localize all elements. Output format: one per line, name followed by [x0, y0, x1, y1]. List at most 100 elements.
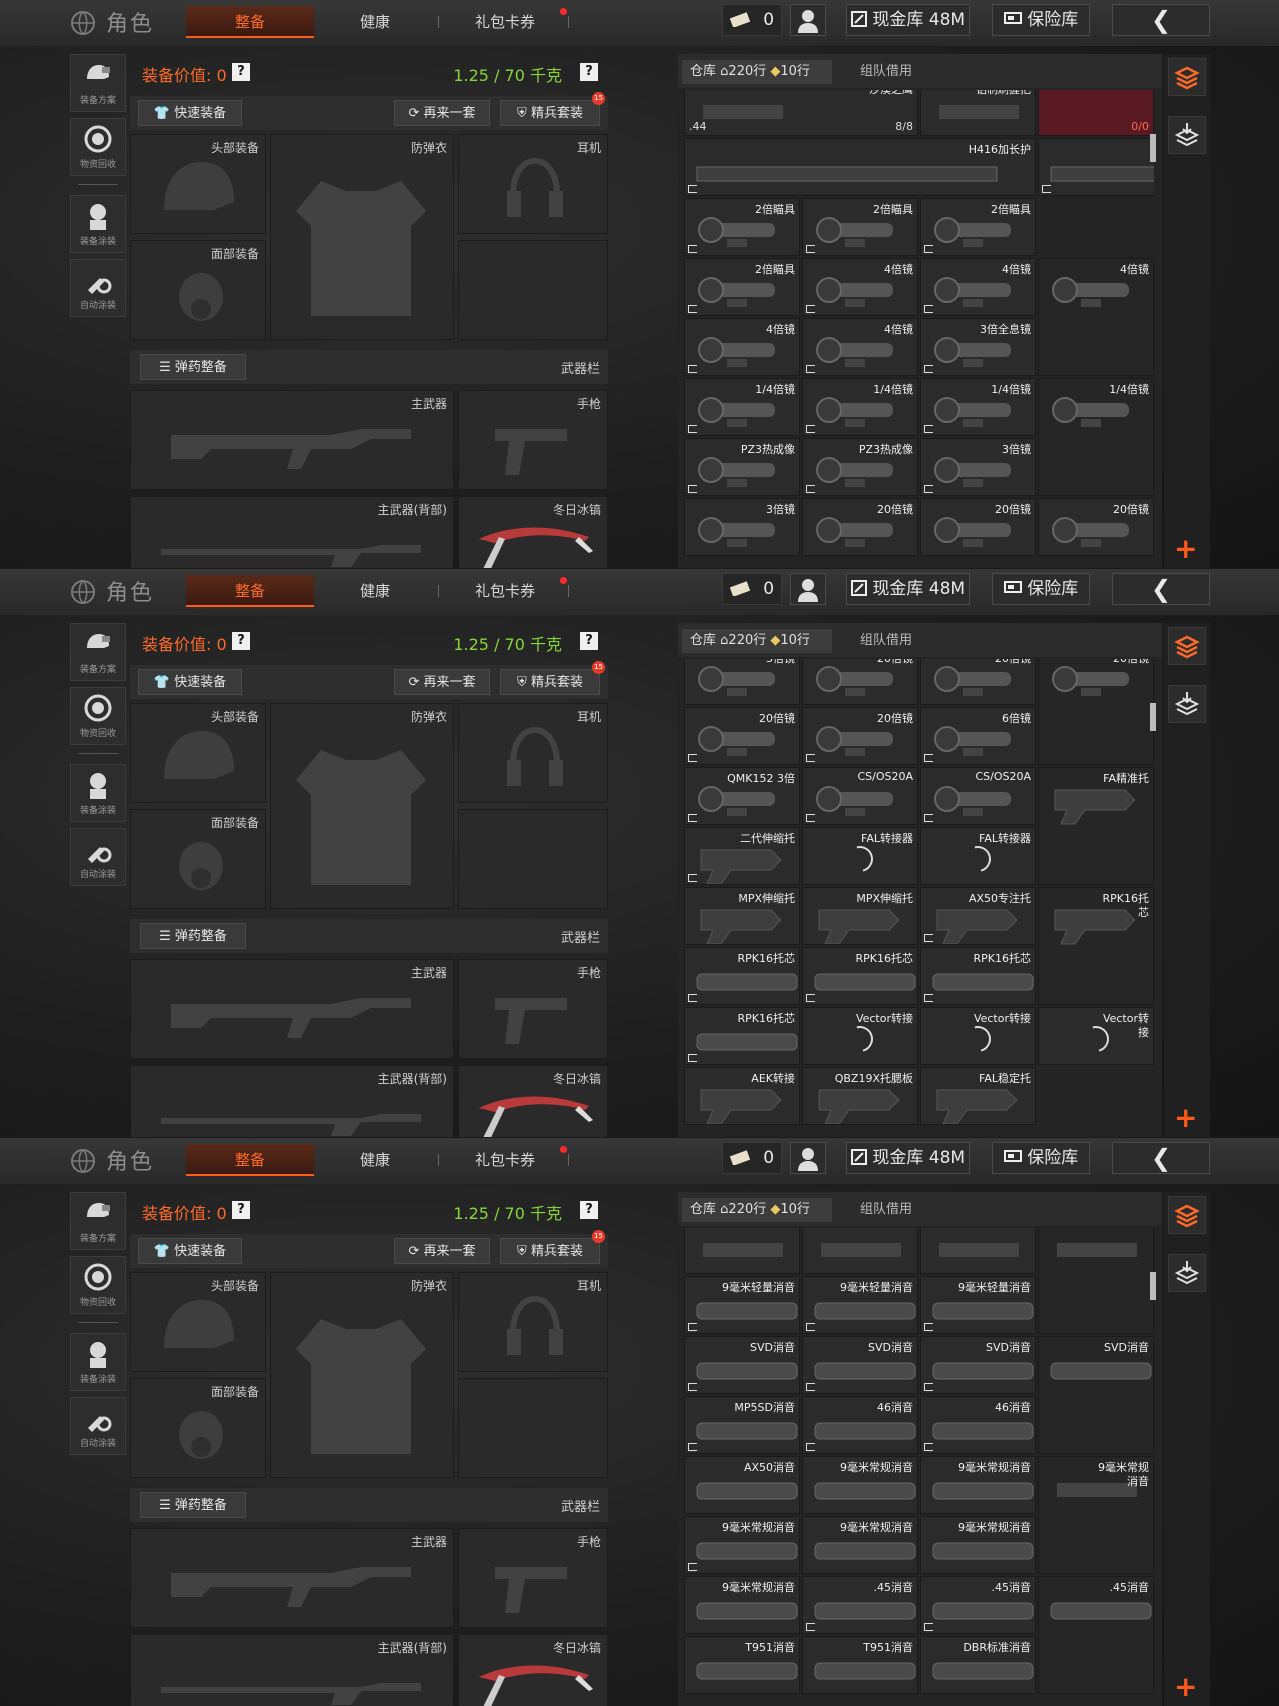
tab-health[interactable]: 健康 — [359, 13, 390, 31]
tab-gift-cards[interactable]: 礼包卡券 — [474, 582, 535, 600]
item-cell[interactable]: FAL转接器 — [920, 827, 1036, 885]
item-cell[interactable]: 1/4倍镜 — [1038, 378, 1154, 496]
slot-armor[interactable]: 防弹衣 — [270, 703, 454, 909]
slot-pistol[interactable]: 手枪 — [458, 1528, 608, 1628]
item-cell[interactable]: RPK16托芯 — [684, 947, 800, 1005]
slot-empty[interactable] — [458, 809, 608, 909]
help-icon[interactable]: ? — [232, 1201, 250, 1219]
item-cell[interactable] — [920, 1228, 1036, 1274]
item-cell[interactable]: MPX伸缩托 — [802, 887, 918, 945]
item-cell[interactable]: 20倍镜 — [920, 498, 1036, 556]
cash-vault-button[interactable]: 现金库 48M — [846, 1142, 970, 1174]
slot-primary-back[interactable]: 主武器(背部) — [130, 1634, 454, 1706]
add-icon[interactable]: + — [1174, 532, 1198, 565]
safe-box-button[interactable]: 保险库 — [992, 4, 1090, 36]
grid-scrollbar[interactable] — [1150, 1272, 1156, 1300]
item-cell[interactable]: CS/OS20A — [802, 767, 918, 825]
ammo-prepare-button[interactable]: ☰ 弹药整备 — [140, 1492, 246, 1518]
item-cell[interactable]: SVD消音 — [920, 1336, 1036, 1394]
item-cell[interactable]: 46消音 — [920, 1396, 1036, 1454]
item-cell[interactable]: H416带孔长护 — [1038, 138, 1154, 196]
sidebar-item-auto-skin[interactable]: 自动涂装 — [70, 828, 126, 886]
sidebar-item-recycle[interactable]: 物资回收 — [70, 1256, 126, 1314]
sidebar-item-skin[interactable]: 装备涂装 — [70, 195, 126, 253]
slot-armor[interactable]: 防弹衣 — [270, 1272, 454, 1478]
sidebar-item-skin[interactable]: 装备涂装 — [70, 1333, 126, 1391]
tab-team-borrow[interactable]: 组队借用 — [860, 1202, 913, 1217]
slot-head[interactable]: 头部装备 — [130, 703, 266, 803]
item-cell[interactable]: 9毫米常规消音 — [684, 1576, 800, 1634]
slot-ear[interactable]: 耳机 — [458, 703, 608, 803]
quick-equip-button[interactable]: 👕 快速装备 — [138, 100, 242, 126]
item-cell[interactable]: 4倍镜 — [802, 318, 918, 376]
item-cell[interactable]: .45消音 — [802, 1576, 918, 1634]
sort-button[interactable] — [1168, 58, 1206, 96]
back-button[interactable]: ❮ — [1112, 1142, 1210, 1174]
slot-pistol[interactable]: 手枪 — [458, 959, 608, 1059]
item-cell[interactable] — [802, 1228, 918, 1274]
slot-pistol[interactable]: 手枪 — [458, 390, 608, 490]
item-cell[interactable]: 9毫米轻量消音 — [920, 1276, 1036, 1334]
help-icon[interactable]: ? — [580, 632, 598, 650]
slot-armor[interactable]: 防弹衣 — [270, 134, 454, 340]
item-cell[interactable]: 4倍镜 — [1038, 258, 1154, 376]
item-cell[interactable]: 4倍镜 — [802, 258, 918, 316]
item-cell[interactable]: 20倍镜 — [802, 659, 918, 705]
item-cell[interactable]: QBZ19X托腮板 — [802, 1067, 918, 1125]
item-cell[interactable]: PZ3热成像 — [684, 438, 800, 496]
cash-vault-button[interactable]: 现金库 48M — [846, 4, 970, 36]
item-cell[interactable]: 0/0 — [1038, 90, 1154, 136]
item-cell[interactable]: 9毫米轻量消音 — [802, 1276, 918, 1334]
item-cell[interactable]: MPX伸缩托 — [684, 887, 800, 945]
item-cell[interactable]: FAL转接器 — [802, 827, 918, 885]
ammo-prepare-button[interactable]: ☰ 弹药整备 — [140, 354, 246, 380]
item-cell[interactable]: PZ3热成像 — [802, 438, 918, 496]
item-cell[interactable]: .45消音 — [1038, 1576, 1154, 1694]
tab-gift-cards[interactable]: 礼包卡券 — [474, 1151, 535, 1169]
item-cell[interactable]: 1/4倍镜 — [802, 378, 918, 436]
item-cell[interactable]: 二代伸缩托 — [684, 827, 800, 885]
money-counter[interactable]: 0 — [722, 4, 782, 36]
slot-ear[interactable]: 耳机 — [458, 1272, 608, 1372]
item-cell[interactable]: T951消音 — [802, 1636, 918, 1694]
item-cell[interactable]: RPK16托芯 — [1038, 887, 1154, 1005]
elite-kit-button[interactable]: ⛨ 精兵套装 — [500, 1238, 600, 1264]
tab-team-borrow[interactable]: 组队借用 — [860, 633, 913, 648]
item-cell[interactable]: 铝制刷握把 — [920, 90, 1036, 136]
slot-melee[interactable]: 冬日冰镐 — [458, 1634, 608, 1706]
auto-store-button[interactable] — [1168, 116, 1206, 154]
item-cell[interactable]: Vector转接 — [802, 1007, 918, 1065]
slot-head[interactable]: 头部装备 — [130, 1272, 266, 1372]
tab-health[interactable]: 健康 — [359, 582, 390, 600]
item-cell[interactable]: 20倍镜 — [802, 707, 918, 765]
item-cell[interactable]: 46消音 — [802, 1396, 918, 1454]
character-button[interactable] — [790, 573, 826, 605]
item-cell[interactable]: 20倍镜 — [684, 707, 800, 765]
tab-warehouse[interactable]: 仓库 ⌂220行 ◆10行 — [682, 1198, 832, 1222]
item-cell[interactable]: 3倍镜 — [920, 438, 1036, 496]
back-button[interactable]: ❮ — [1112, 573, 1210, 605]
character-button[interactable] — [790, 4, 826, 36]
slot-empty[interactable] — [458, 1378, 608, 1478]
slot-melee[interactable]: 冬日冰镐 — [458, 496, 608, 568]
item-cell[interactable]: 4倍镜 — [684, 318, 800, 376]
item-cell[interactable]: SVD消音 — [802, 1336, 918, 1394]
item-cell[interactable]: 9毫米常规消音 — [920, 1516, 1036, 1574]
slot-ear[interactable]: 耳机 — [458, 134, 608, 234]
safe-box-button[interactable]: 保险库 — [992, 1142, 1090, 1174]
item-cell[interactable]: FAL稳定托 — [920, 1067, 1036, 1125]
add-icon[interactable]: + — [1174, 1101, 1198, 1134]
help-icon[interactable]: ? — [580, 63, 598, 81]
item-cell[interactable]: 4倍镜 — [920, 258, 1036, 316]
item-cell[interactable]: DBR标准消音 — [920, 1636, 1036, 1694]
slot-face[interactable]: 面部装备 — [130, 809, 266, 909]
elite-kit-button[interactable]: ⛨ 精兵套装 — [500, 669, 600, 695]
slot-empty[interactable] — [458, 240, 608, 340]
elite-kit-button[interactable]: ⛨ 精兵套装 — [500, 100, 600, 126]
slot-primary[interactable]: 主武器 — [130, 959, 454, 1059]
item-cell[interactable]: 20倍镜 — [920, 659, 1036, 705]
tab-warehouse[interactable]: 仓库 ⌂220行 ◆10行 — [682, 629, 832, 653]
item-cell[interactable]: 3倍镜 — [684, 659, 800, 705]
item-cell[interactable]: 20倍镜 — [1038, 659, 1154, 765]
slot-face[interactable]: 面部装备 — [130, 1378, 266, 1478]
